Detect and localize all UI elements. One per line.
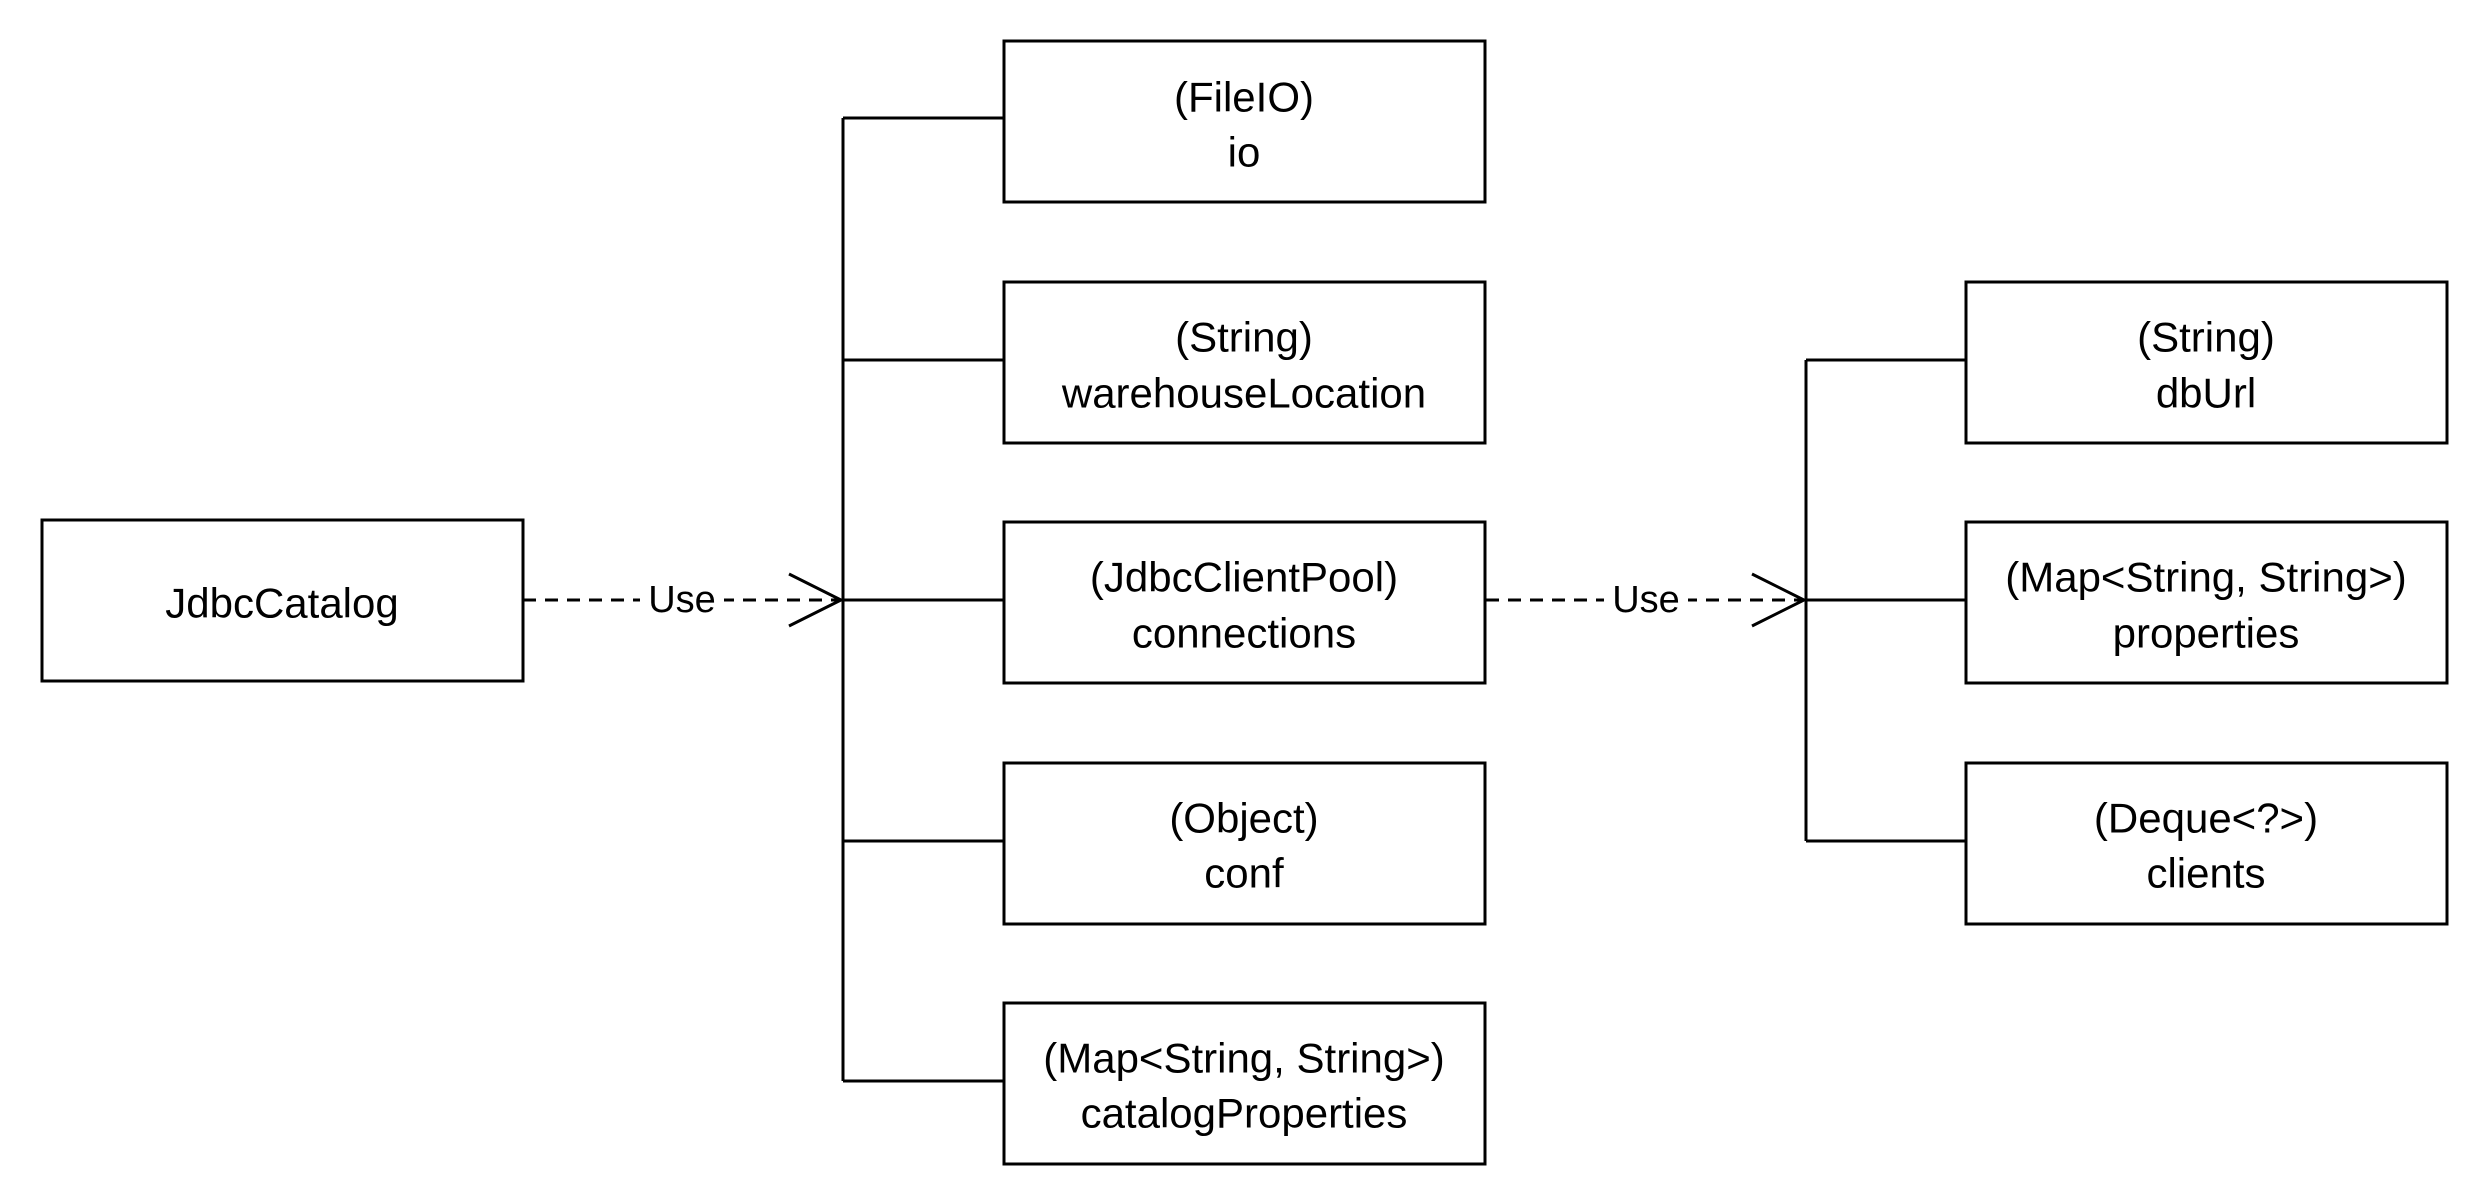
- node-name-label: connections: [1132, 610, 1356, 657]
- node-connections: (JdbcClientPool) connections: [1002, 520, 1487, 685]
- node-catalog-properties: (Map<String, String>) catalogProperties: [1002, 1001, 1487, 1166]
- node-box: [40, 518, 525, 683]
- node-box: [1964, 520, 2449, 685]
- node-properties: (Map<String, String>) properties: [1964, 520, 2449, 685]
- node-type-label: (Map<String, String>): [1043, 1035, 1445, 1082]
- node-name-label: dbUrl: [2156, 370, 2256, 417]
- edge-label-use: Use: [1612, 579, 1680, 621]
- node-clients: (Deque<?>) clients: [1964, 761, 2449, 926]
- node-type-label: (Object): [1169, 795, 1318, 842]
- node-type-label: (Deque<?>): [2094, 795, 2318, 842]
- node-type-label: (Map<String, String>): [2005, 554, 2407, 601]
- catalog-fields-bracket: [841, 116, 1004, 1083]
- edge-label-use: Use: [648, 579, 716, 621]
- node-name-label: clients: [2146, 850, 2265, 897]
- node-box: [1964, 280, 2449, 445]
- edge-catalog-uses-fields: Use: [523, 572, 845, 628]
- node-box: [1002, 1001, 1487, 1166]
- node-type-label: (FileIO): [1174, 74, 1314, 121]
- node-box: [1002, 520, 1487, 685]
- edge-label-bg: [640, 578, 724, 622]
- node-jdbc-catalog: JdbcCatalog: [40, 518, 525, 683]
- node-type-label: (String): [1175, 314, 1313, 361]
- edge-pool-uses-fields: Use: [1486, 572, 1808, 628]
- node-name-label: warehouseLocation: [1061, 370, 1426, 417]
- node-db-url: (String) dbUrl: [1964, 280, 2449, 445]
- node-type-label: (String): [2137, 314, 2275, 361]
- node-name-label: properties: [2113, 610, 2300, 657]
- node-label: JdbcCatalog: [165, 580, 398, 627]
- node-type-label: (JdbcClientPool): [1090, 554, 1398, 601]
- pool-fields-bracket: [1804, 358, 1966, 843]
- node-box: [1002, 280, 1487, 445]
- edge-label-bg: [1604, 578, 1688, 622]
- node-name-label: conf: [1204, 850, 1284, 897]
- node-conf: (Object) conf: [1002, 761, 1487, 926]
- node-io: (FileIO) io: [1002, 39, 1487, 204]
- node-box: [1002, 761, 1487, 926]
- open-arrowhead: [1751, 572, 1808, 628]
- open-arrowhead: [788, 572, 845, 628]
- node-name-label: io: [1228, 129, 1261, 176]
- node-warehouse-location: (String) warehouseLocation: [1002, 280, 1487, 445]
- node-name-label: catalogProperties: [1081, 1090, 1408, 1137]
- node-box: [1964, 761, 2449, 926]
- node-box: [1002, 39, 1487, 204]
